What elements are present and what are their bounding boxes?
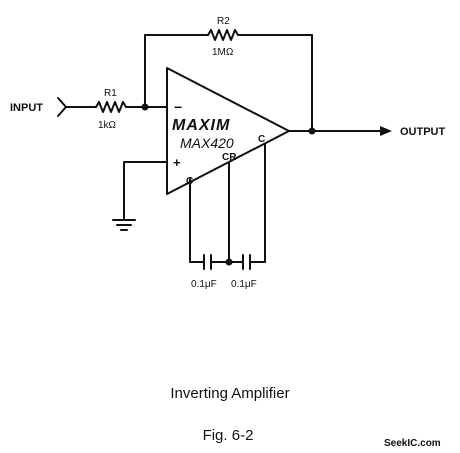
input-label: INPUT	[10, 102, 43, 114]
junction-node-output	[308, 127, 316, 135]
minus-input-label: −	[174, 99, 182, 115]
caption-title: Inverting Amplifier	[170, 385, 289, 402]
pin-cr-label: CR	[222, 152, 237, 163]
resistor-r2	[207, 29, 239, 41]
cap1-value-label: 0.1μF	[191, 279, 217, 290]
junction-node-input	[141, 103, 149, 111]
brand-logo-text: MAXIM	[172, 117, 230, 134]
r1-value-label: 1kΩ	[98, 120, 117, 131]
watermark: SeekIC.com	[384, 438, 441, 449]
caption-figure: Fig. 6-2	[203, 427, 254, 444]
plus-input-label: +	[173, 155, 181, 170]
pin-c-right-label: C	[258, 134, 265, 145]
pin-c-left-label: C	[186, 176, 193, 187]
junction-node-cap	[225, 258, 233, 266]
output-arrow-head	[380, 126, 392, 136]
input-terminal	[57, 97, 67, 117]
r1-name-label: R1	[104, 88, 117, 99]
part-number-label: MAX420	[180, 135, 234, 151]
output-label: OUTPUT	[400, 126, 446, 138]
r2-value-label: 1MΩ	[212, 47, 234, 58]
r2-name-label: R2	[217, 16, 230, 27]
resistor-r1	[95, 101, 127, 113]
cap2-value-label: 0.1μF	[231, 279, 257, 290]
